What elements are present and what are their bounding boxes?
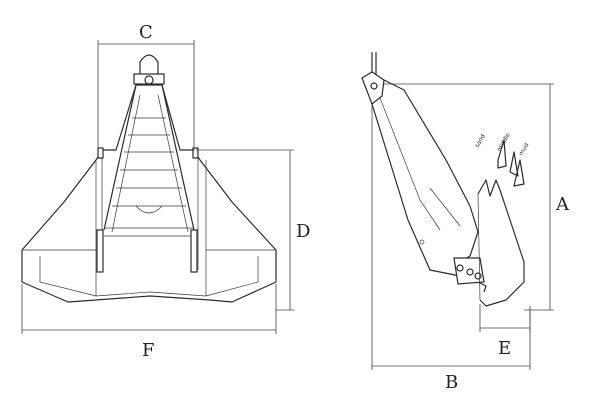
side-dimensions: A B E — [371, 83, 570, 393]
dimension-a-label: A — [555, 194, 570, 215]
dimension-e-label: E — [498, 338, 511, 359]
dimension-d-label: D — [296, 221, 310, 242]
dimension-c-label: C — [139, 22, 153, 43]
tooth-label-sand: sand — [474, 133, 487, 149]
front-dimensions: C D F — [21, 22, 310, 361]
tooth-label-middle: middle — [496, 131, 512, 153]
side-view: sand middle mud — [361, 52, 531, 307]
front-view — [21, 54, 277, 303]
dimension-b-label: B — [445, 372, 458, 393]
dimension-f-label: F — [142, 340, 155, 361]
tooth-label-mud: mud — [518, 142, 531, 157]
